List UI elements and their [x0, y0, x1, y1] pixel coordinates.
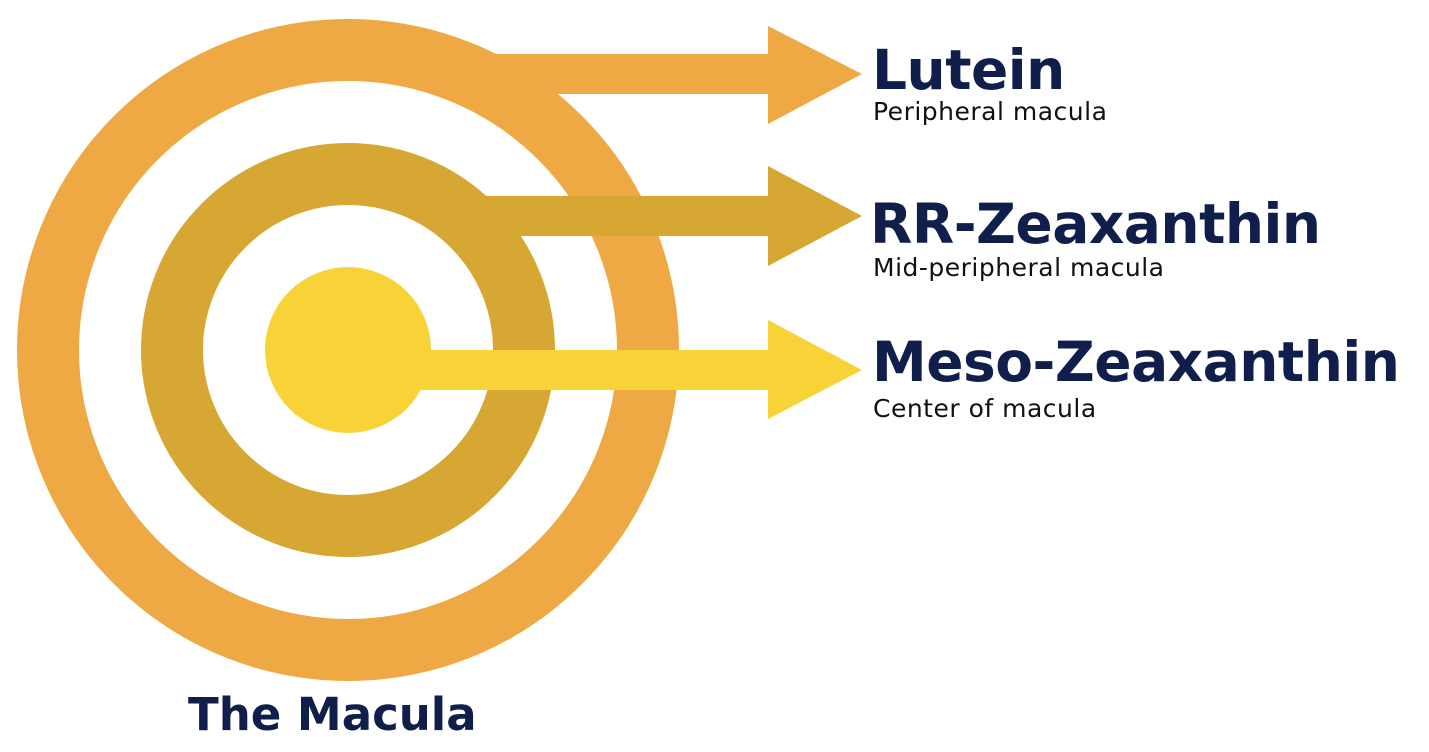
meso-zeaxanthin-arrow — [400, 320, 862, 419]
meso-zeaxanthin-label: Meso-Zeaxanthin — [872, 330, 1400, 394]
lutein-arrow — [495, 26, 862, 124]
rr-zeaxanthin-label: RR-Zeaxanthin — [870, 192, 1321, 256]
lutein-label: Lutein — [872, 38, 1065, 102]
rr-zeaxanthin-region-label: Mid-peripheral macula — [873, 253, 1165, 282]
rr-zeaxanthin-arrow — [470, 166, 862, 266]
lutein-region-label: Peripheral macula — [873, 97, 1108, 126]
meso-zeaxanthin-region-label: Center of macula — [873, 394, 1097, 423]
diagram-caption: The Macula — [188, 688, 477, 741]
center-disc-meso-zeaxanthin — [265, 267, 431, 433]
